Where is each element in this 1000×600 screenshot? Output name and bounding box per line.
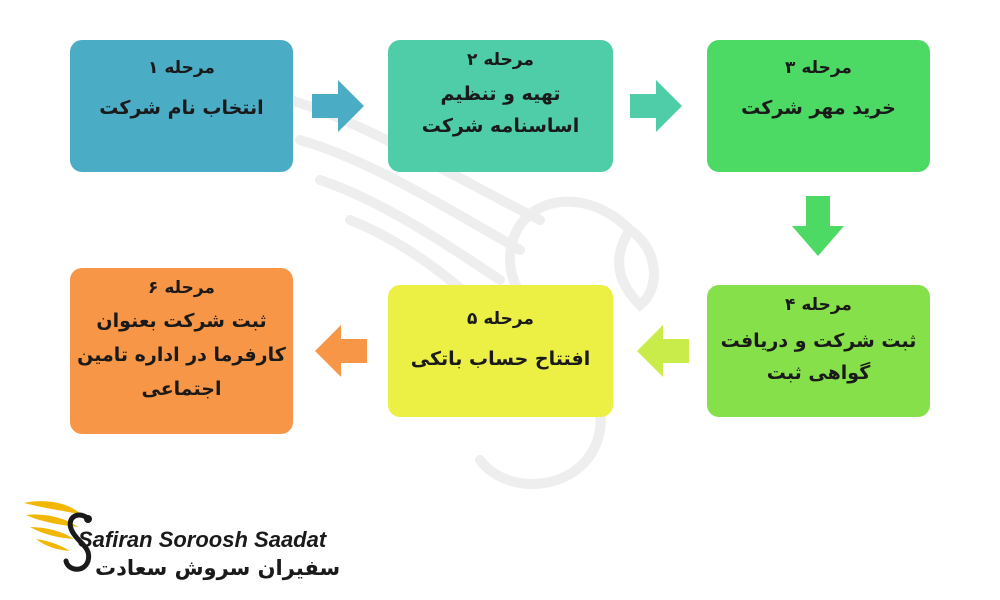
step-6-title-line-3: اجتماعی	[141, 378, 222, 400]
step-4-box: مرحله ۴ ثبت شرکت و دریافت گواهی ثبت	[707, 285, 930, 417]
step-1-box: مرحله ۱ انتخاب نام شرکت	[70, 40, 293, 172]
step-2-title-line-2: اساسنامه شرکت	[421, 115, 580, 137]
step-4-title-line-1: ثبت شرکت و دریافت	[720, 330, 917, 352]
step-4-title-line-2: گواهی ثبت	[766, 362, 871, 384]
arrow-down-icon	[792, 196, 844, 256]
step-3-box: مرحله ۳ خرید مهر شرکت	[707, 40, 930, 172]
step-2-stage: مرحله ۲	[467, 50, 534, 70]
step-2-title-line-1: تهیه و تنظیم	[440, 83, 561, 105]
step-3-stage: مرحله ۳	[785, 58, 852, 78]
arrow-right-icon-2	[630, 80, 682, 132]
step-5-box: مرحله ۵ افتتاح حساب باتکی	[388, 285, 613, 417]
step-6-stage: مرحله ۶	[148, 278, 215, 298]
step-1-stage: مرحله ۱	[148, 58, 215, 78]
company-logo-icon	[24, 501, 92, 572]
step-2-box: مرحله ۲ تهیه و تنظیم اساسنامه شرکت	[388, 40, 613, 172]
step-3-title-line-1: خرید مهر شرکت	[741, 97, 896, 119]
step-1-title-line-1: انتخاب نام شرکت	[99, 97, 264, 119]
arrow-right-icon-1	[312, 80, 364, 132]
logo-name-persian: سفیران سروش سعادت	[95, 556, 341, 580]
step-6-title-line-1: ثبت شرکت بعنوان	[96, 310, 267, 332]
step-6-box: مرحله ۶ ثبت شرکت بعنوان کارفرما در اداره…	[70, 268, 293, 434]
arrow-left-icon-2	[315, 325, 367, 377]
step-5-stage: مرحله ۵	[467, 309, 534, 329]
step-4-stage: مرحله ۴	[785, 295, 852, 315]
step-6-title-line-2: کارفرما در اداره تامین	[77, 344, 286, 366]
arrow-left-icon-1	[637, 325, 689, 377]
step-5-title-line-1: افتتاح حساب باتکی	[410, 348, 591, 370]
logo-name-english: Safiran Soroosh Saadat	[78, 527, 327, 552]
